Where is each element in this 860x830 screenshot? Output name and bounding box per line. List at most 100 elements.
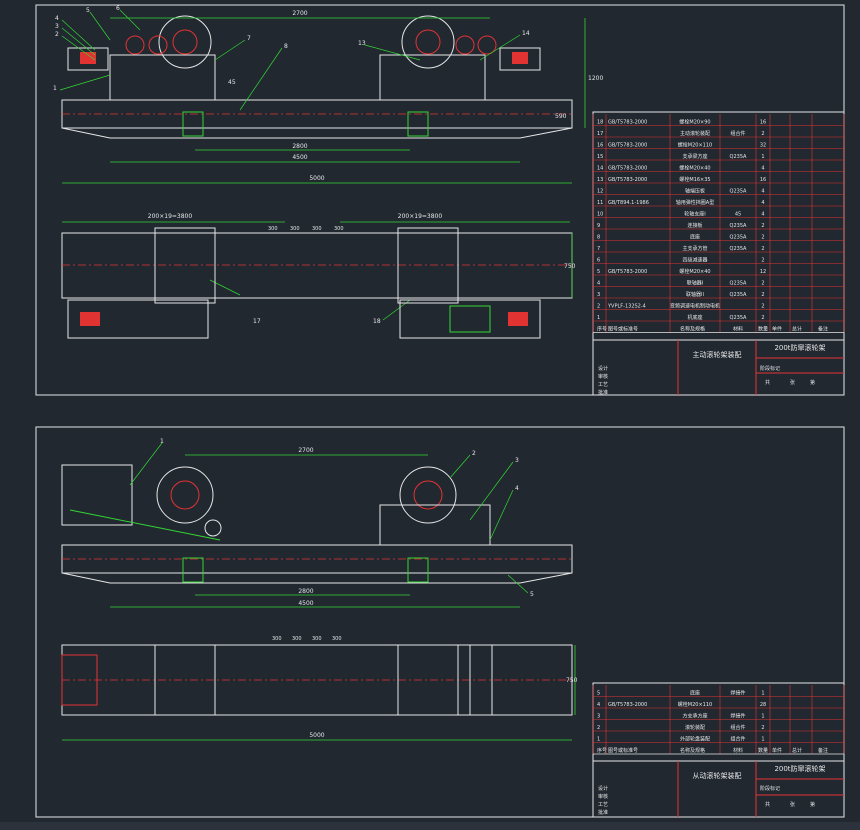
plan-drive-right (399, 299, 541, 339)
bom1-material: Q235A (730, 281, 747, 287)
title-drawing-name-1: 主动滚轮架装配 (693, 350, 742, 359)
bom2-header-cell: 序号 (597, 747, 607, 754)
sheet-1-frame (35, 4, 845, 396)
s2-beam-underside (61, 572, 573, 584)
bom2-header-cell: 数量 (758, 747, 768, 754)
sheet-2: 2700 2800 4500 1 2 3 4 5 300 300 (35, 426, 845, 818)
title-role-design-2: 设计 (598, 785, 608, 792)
s2-dim-width: 750 (566, 677, 578, 684)
bom1-no: 14 (597, 166, 603, 172)
s2-roller-left (156, 466, 214, 524)
bom1-material: 45 (735, 212, 741, 218)
left-gear-2 (148, 35, 168, 55)
bom2-no: 3 (597, 714, 600, 720)
bom1-header-cell: 单件 (772, 326, 782, 333)
sheet-1-plan: 200×19=3800 200×19=3800 300 300 300 300 … (61, 213, 576, 339)
bom1-no: 4 (597, 281, 600, 287)
s2-plan-support (469, 644, 493, 716)
bom1-no: 15 (597, 154, 603, 160)
title-role-review-2: 审核 (598, 793, 608, 800)
right-motor-fan (512, 52, 528, 64)
dim-mid-text: 4500 (292, 154, 307, 161)
bom1-qty: 2 (761, 258, 764, 264)
bom1-qty: 4 (761, 212, 764, 218)
s2-callout-3: 3 (515, 457, 519, 464)
bom2-qty: 1 (761, 737, 764, 743)
left-motor-fan (80, 52, 96, 64)
bom1-name: 螺栓M20×40 (679, 268, 710, 275)
bom1-name: 变频调速电机制动电机 (670, 303, 720, 310)
callout-17: 17 (253, 318, 261, 325)
dim-beam-height-text: 590 (555, 113, 567, 120)
bom2-no: 4 (597, 702, 600, 708)
title-drawing-name-2: 从动滚轮架装配 (693, 771, 742, 780)
plan-dim-left-text: 200×19=3800 (148, 213, 193, 220)
bom2-qty: 1 (761, 691, 764, 697)
s2-dim-mid: 4500 (298, 600, 313, 607)
bom2-name: 外部轮盘装配 (680, 736, 710, 743)
title-total-2: 共 (765, 801, 770, 808)
bom2-header-cell: 名称及规格 (680, 747, 705, 754)
plan-mount-plate (449, 305, 491, 333)
bom2-header: 序号图号或标准号名称及规格材料数量单件总计备注 (593, 747, 844, 755)
bom1-qty: 2 (761, 315, 764, 321)
sheet-1-title-block: 主动滚轮架装配 200t防窜滚轮架 设计 审核 工艺 批准 阶段标记 共 张 第 (593, 339, 844, 396)
s2-gap-3: 300 (312, 636, 322, 642)
left-roller (158, 15, 212, 69)
bom1-qty: 32 (760, 143, 766, 149)
bom1-qty: 16 (760, 120, 766, 126)
bom1-qty: 16 (760, 177, 766, 183)
bom1-material: Q235A (730, 189, 747, 195)
bom1-qty: 4 (761, 166, 764, 172)
s2-link-arm (69, 509, 221, 541)
right-motor (499, 47, 541, 71)
bom1-no: 2 (597, 304, 600, 310)
bom1-name: 轮轴支座I (684, 211, 705, 218)
plan-roller-left (154, 227, 216, 304)
bom1-material: Q235A (730, 246, 747, 252)
bom2-qty: 28 (760, 702, 766, 708)
bom2-no: 1 (597, 737, 600, 743)
plan-roller-right (397, 227, 459, 304)
bom1-header-cell: 总计 (792, 326, 802, 333)
bom2-name: 滚轮装配 (685, 724, 705, 731)
left-motor (67, 47, 109, 71)
bom2-code: GB/T5783-2000 (608, 702, 647, 708)
bom1-header-cell: 图号或标准号 (608, 326, 638, 333)
title-stage-2: 阶段标记 (760, 785, 780, 792)
plan-beam (61, 232, 573, 299)
bom1-no: 13 (597, 177, 603, 183)
bom1-qty: 2 (761, 281, 764, 287)
bom1-no: 8 (597, 235, 600, 241)
bom1-material: Q235A (730, 154, 747, 160)
callout-5: 5 (86, 7, 90, 14)
bom2-header-cell: 单件 (772, 747, 782, 754)
title-role-process-1: 工艺 (598, 382, 608, 388)
bom1-material: 组合件 (730, 130, 745, 137)
bom1-qty: 2 (761, 292, 764, 298)
sheet-1: 2700 4500 2800 5000 1200 590 45 4 3 2 5 (35, 4, 845, 396)
bom2-name: 方支承方座 (682, 713, 707, 720)
s2-web-plate-right (407, 557, 429, 583)
s2-plan-roller-right (397, 644, 459, 716)
s2-gap-2: 300 (292, 636, 302, 642)
plan-drive-left (67, 299, 209, 339)
sheet-2-frame (35, 426, 845, 818)
title-total-1: 共 (765, 379, 770, 386)
beam-web-plate-right (407, 111, 429, 137)
status-strip (0, 822, 860, 830)
dim-height-text: 1200 (588, 75, 603, 82)
s2-web-plate-left (182, 557, 204, 583)
